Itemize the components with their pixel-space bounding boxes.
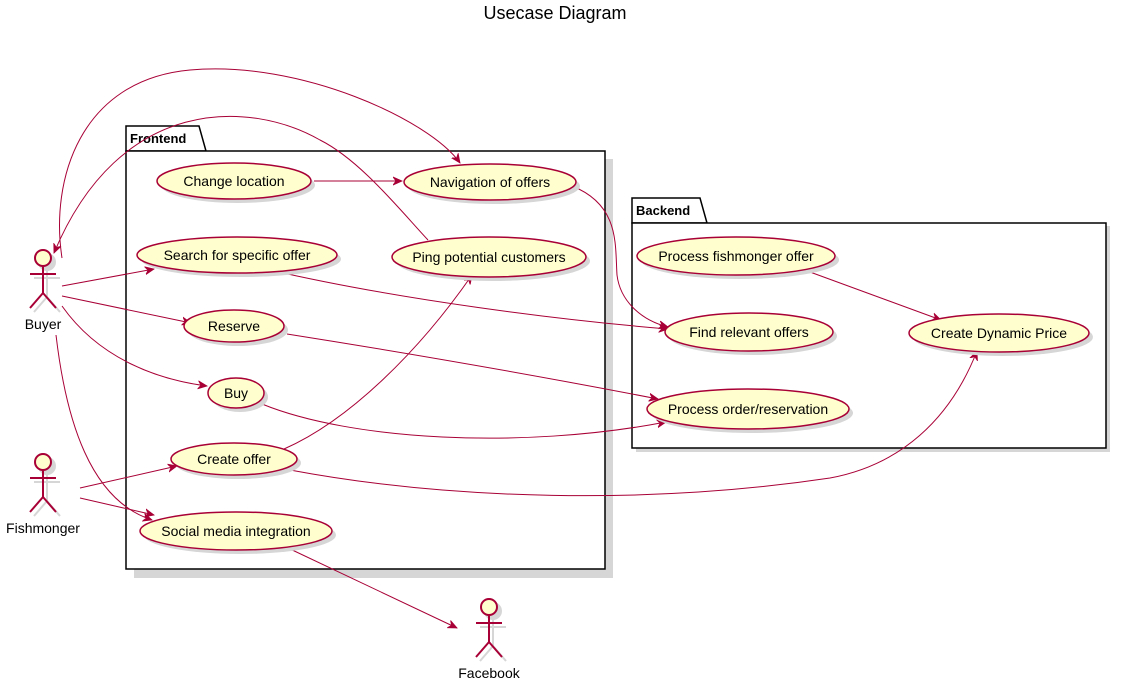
usecase-ping-potential-customers-label: Ping potential customers [412, 249, 565, 265]
actor-facebook-icon [475, 598, 507, 662]
usecase-create-dynamic-price: Create Dynamic Price [908, 313, 1093, 356]
actor-facebook-label: Facebook [458, 665, 520, 681]
usecase-find-relevant-offers: Find relevant offers [664, 312, 837, 355]
usecase-reserve: Reserve [183, 309, 288, 346]
usecase-reserve-label: Reserve [208, 318, 260, 334]
usecase-process-order-reservation: Process order/reservation [646, 388, 853, 433]
relation-buyer-to-reserve [61, 295, 191, 323]
usecase-ping-potential-customers: Ping potential customers [391, 236, 590, 281]
actor-buyer: Buyer [25, 249, 62, 332]
relation-fishmonger-to-create-offer [79, 466, 177, 489]
usecase-change-location: Change location [156, 162, 315, 203]
usecase-create-offer-ellipse [170, 442, 298, 476]
usecase-process-fishmonger-offer: Process fishmonger offer [636, 236, 839, 279]
relation-create-offer-to-dynamic-price [289, 351, 977, 497]
actor-fishmonger-icon [29, 453, 61, 517]
diagram-title: Usecase Diagram [483, 3, 626, 23]
usecase-change-location-ellipse [156, 162, 312, 200]
relation-buyer-to-navigation [59, 68, 460, 259]
usecase-buy-label: Buy [224, 385, 248, 401]
usecase-find-relevant-offers-label: Find relevant offers [689, 324, 809, 340]
usecase-create-dynamic-price-ellipse [908, 313, 1090, 353]
relation-fishmonger-offer-to-dynamic-price [809, 271, 941, 320]
usecase-create-offer: Create offer [170, 442, 301, 479]
usecase-process-order-reservation-ellipse [646, 388, 850, 430]
relation-navigation-to-find-offers [571, 185, 668, 327]
actor-fishmonger-label: Fishmonger [6, 520, 80, 536]
usecase-navigation-of-offers-label: Navigation of offers [430, 174, 550, 190]
actor-buyer-label: Buyer [25, 316, 62, 332]
usecase-reserve-ellipse [183, 309, 285, 343]
relation-buyer-to-search [61, 269, 154, 287]
relation-social-to-facebook [287, 547, 457, 629]
usecase-search-for-specific-offer-label: Search for specific offer [164, 247, 311, 263]
usecase-navigation-of-offers-ellipse [403, 163, 577, 201]
relation-buy-to-process-order [261, 403, 666, 439]
usecase-navigation-of-offers: Navigation of offers [403, 163, 580, 204]
usecase-process-order-reservation-label: Process order/reservation [668, 401, 828, 417]
usecase-create-offer-label: Create offer [197, 451, 271, 467]
relation-buyer-to-buy [61, 305, 207, 386]
usecase-search-for-specific-offer-ellipse [136, 236, 338, 274]
relations [54, 68, 977, 629]
usecase-social-media-integration-label: Social media integration [161, 523, 310, 539]
package-frontend-body [125, 150, 606, 570]
usecase-buy: Buy [207, 377, 268, 412]
usecase-search-for-specific-offer: Search for specific offer [136, 236, 341, 277]
usecase-change-location-label: Change location [183, 173, 284, 189]
usecase-social-media-integration: Social media integration [139, 511, 336, 554]
package-backend-label: Backend [636, 203, 690, 218]
relation-reserve-to-process-order [286, 333, 658, 399]
relation-ping-to-buyer [54, 115, 429, 253]
relation-fishmonger-to-social [79, 497, 154, 515]
actor-fishmonger: Fishmonger [6, 453, 80, 536]
relation-search-to-find-offers [269, 269, 668, 329]
package-frontend-label: Frontend [130, 131, 186, 146]
usecase-create-dynamic-price-label: Create Dynamic Price [931, 325, 1067, 341]
actor-buyer-icon [29, 249, 61, 313]
usecase-process-fishmonger-offer-ellipse [636, 236, 836, 276]
usecase-buy-ellipse [207, 377, 265, 409]
usecase-ping-potential-customers-ellipse [391, 236, 587, 278]
actor-facebook: Facebook [458, 598, 521, 681]
usecase-social-media-integration-ellipse [139, 511, 333, 551]
usecase-find-relevant-offers-ellipse [664, 312, 834, 352]
relation-create-offer-to-ping [283, 275, 472, 450]
usecase-process-fishmonger-offer-label: Process fishmonger offer [658, 248, 814, 264]
